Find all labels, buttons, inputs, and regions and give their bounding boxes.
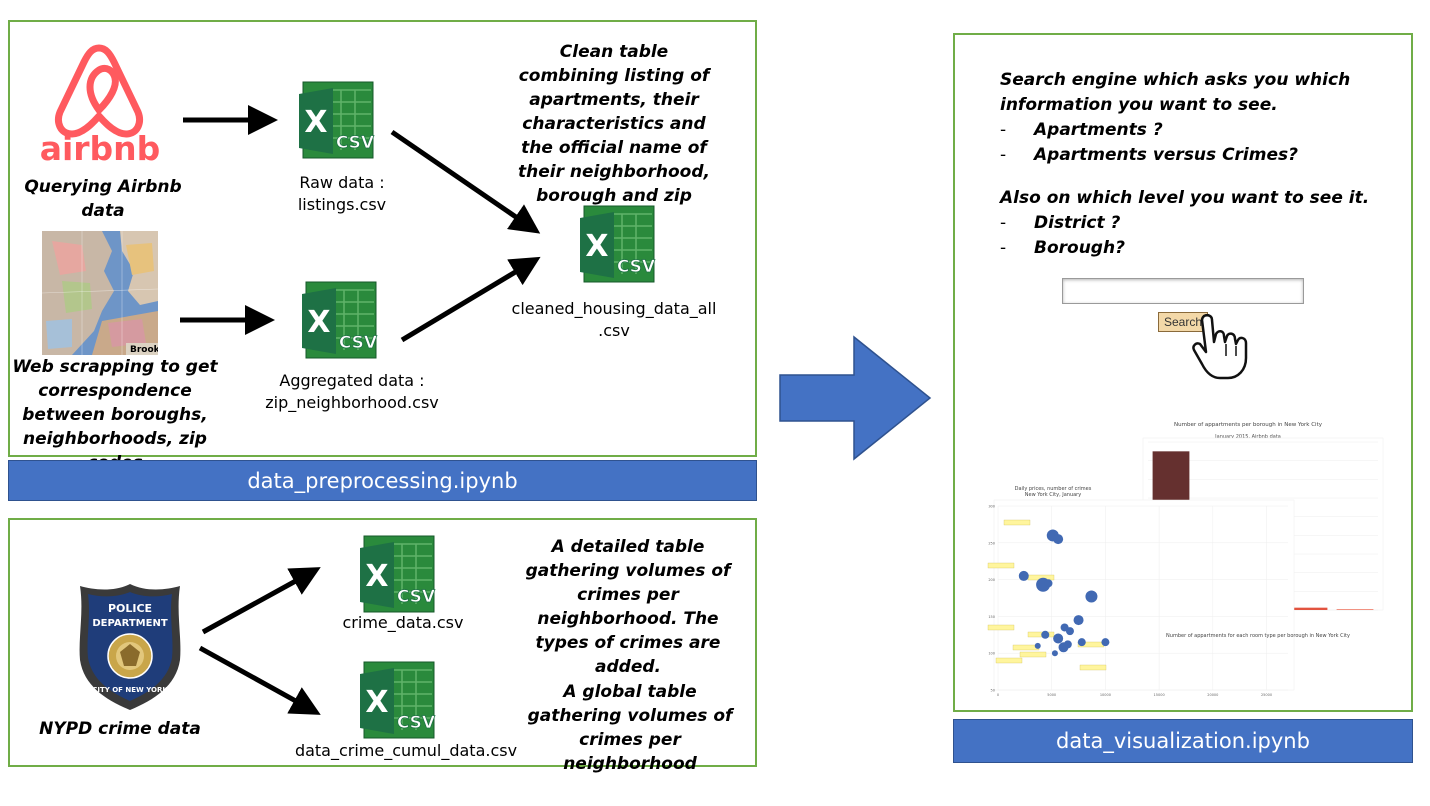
bar-chart-title: Number of appartments per borough in New… <box>1174 422 1323 428</box>
option-district: -District ? <box>1000 213 1121 233</box>
scatter-annotation-tag <box>987 624 1015 631</box>
svg-text:X: X <box>585 229 608 264</box>
scatter-point <box>1018 570 1029 581</box>
scatter-xtick: 20000 <box>1207 693 1218 697</box>
scatter-point <box>1053 633 1064 644</box>
scatter-ytick: 150 <box>988 615 995 619</box>
option-apartments: -Apartments ? <box>1000 120 1163 140</box>
scatter-point <box>1041 630 1050 639</box>
scatter-point <box>1085 590 1098 603</box>
search-intro: Search engine which asks you which infor… <box>1000 70 1351 115</box>
aggregated-data-label: Aggregated data : zip_neighborhood.csv <box>262 370 442 414</box>
svg-text:CSV: CSV <box>397 713 436 733</box>
bar-mark <box>1290 607 1328 610</box>
scatter-point <box>1051 650 1058 657</box>
raw-data-label-line2: listings.csv <box>297 195 387 214</box>
cleaned-housing-label-line1: cleaned_housing_data_all <box>511 299 717 318</box>
scatter-xtick: 25000 <box>1261 693 1272 697</box>
preprocessing-notebook-banner: data_preprocessing.ipynb <box>8 460 757 501</box>
airbnb-logo: airbnb <box>40 44 161 168</box>
excel-csv-icon-crime: X CSV <box>360 535 436 613</box>
scatter-ytick: 250 <box>988 541 995 545</box>
search-button[interactable]: Search <box>1158 312 1208 332</box>
scatter-xtick: 0 <box>997 693 999 697</box>
scatter-annotation-tag <box>1027 631 1055 638</box>
svg-text:X: X <box>365 559 388 594</box>
option-borough: -Borough? <box>1000 238 1125 258</box>
raw-data-label: Raw data : listings.csv <box>262 172 422 216</box>
nyc-map-image: Brookly <box>42 231 158 355</box>
level-intro: Also on which level you want to see it. <box>1000 188 1370 208</box>
excel-csv-icon-raw: X CSV <box>299 81 375 159</box>
scatter-xtick: 5000 <box>1047 693 1056 697</box>
crime-cumul-file-label: data_crime_cumul_data.csv <box>294 741 518 760</box>
svg-text:CSV: CSV <box>617 257 656 277</box>
scatter-point <box>1044 579 1053 588</box>
scatter-point <box>1077 638 1086 647</box>
hand-cursor-icon <box>1192 313 1248 380</box>
scatter-xtick: 10000 <box>1100 693 1111 697</box>
scatter-title-1: Daily prices, number of crimes <box>1015 486 1092 492</box>
scatter-ytick: 100 <box>988 652 995 656</box>
scatter-annotation-tag <box>1003 519 1031 526</box>
svg-text:DEPARTMENT: DEPARTMENT <box>92 618 168 629</box>
scatter-title-2: New York City, January <box>1025 492 1081 498</box>
scatter-point <box>1053 534 1064 545</box>
svg-text:X: X <box>365 685 388 720</box>
cleaned-housing-label: cleaned_housing_data_all .csv <box>500 298 728 342</box>
scatter-annotation-tag <box>987 562 1015 569</box>
scatter-annotation-tag <box>1019 651 1047 658</box>
big-flow-arrow <box>779 335 932 461</box>
svg-text:CSV: CSV <box>397 587 436 607</box>
excel-csv-icon-cleaned: X CSV <box>580 205 656 283</box>
svg-text:X: X <box>307 305 330 340</box>
scatter-xtick: 15000 <box>1154 693 1165 697</box>
arrow-agg-to-clean <box>400 256 541 343</box>
svg-text:CSV: CSV <box>339 333 378 353</box>
svg-text:POLICE: POLICE <box>108 602 152 615</box>
scatter-point <box>1101 638 1110 647</box>
excel-csv-icon-aggregated: X CSV <box>302 281 378 359</box>
scatter-ytick: 50 <box>991 689 995 693</box>
crime-global-description: A global table gathering volumes of crim… <box>527 682 733 774</box>
crime-data-file-label: crime_data.csv <box>342 613 464 632</box>
scatter-ytick: 200 <box>988 578 995 582</box>
svg-text:CITY OF NEW YORK: CITY OF NEW YORK <box>92 686 168 694</box>
nypd-badge-icon: POLICE DEPARTMENT CITY OF NEW YORK <box>79 584 181 710</box>
crime-arrows <box>198 567 321 715</box>
scatter-point <box>1034 642 1041 649</box>
search-input[interactable] <box>1062 278 1304 304</box>
svg-text:CSV: CSV <box>336 133 375 153</box>
scatter-point <box>1073 615 1084 626</box>
visualization-description: Search engine which asks you which infor… <box>1000 68 1400 261</box>
nypd-caption: NYPD crime data <box>39 719 201 739</box>
visualization-notebook-banner: data_visualization.ipynb <box>953 719 1413 763</box>
cleaned-housing-label-line2: .csv <box>598 321 630 340</box>
scatter-point <box>1065 627 1074 636</box>
aggregated-data-label-line1: Aggregated data : <box>279 371 425 390</box>
scatter-point <box>1058 642 1069 653</box>
arrow-nypd-to-cumul <box>198 645 321 715</box>
scatter-ytick: 300 <box>988 505 995 509</box>
arrow-raw-to-clean <box>390 129 541 234</box>
bar-mark <box>1336 609 1374 610</box>
airbnb-caption: Querying Airbnb data <box>24 177 182 221</box>
aggregated-data-label-line2: zip_neighborhood.csv <box>265 393 439 412</box>
flow-arrows <box>180 105 541 343</box>
excel-csv-icon-crime-cumul: X CSV <box>360 661 436 739</box>
scatter-annotation-tag <box>1079 664 1107 671</box>
option-apartments-crimes: -Apartments versus Crimes? <box>1000 145 1298 165</box>
crime-detail-description: A detailed table gathering volumes of cr… <box>525 537 731 677</box>
raw-data-label-line1: Raw data : <box>299 173 385 192</box>
scatter-annotation-tag <box>995 657 1023 664</box>
arrow-nypd-to-crime-data <box>201 567 321 635</box>
bar-chart-subtitle: January 2015, Airbnb data <box>1214 434 1281 440</box>
airbnb-logo-text: airbnb <box>40 129 161 168</box>
visualization-charts: Number of appartments per borough in New… <box>987 422 1384 697</box>
room-type-chart-title: Number of appartments for each room type… <box>1166 633 1350 639</box>
map-label: Brookly <box>130 345 158 355</box>
svg-text:X: X <box>304 105 327 140</box>
